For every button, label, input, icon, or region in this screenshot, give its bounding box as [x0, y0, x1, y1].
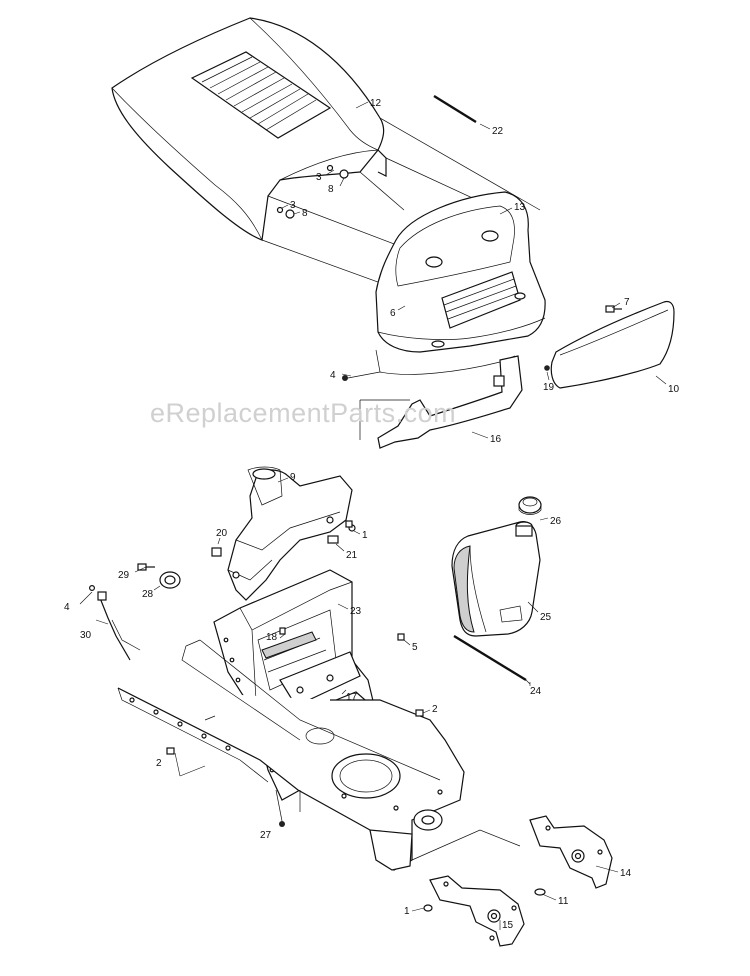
screw-icon: [345, 520, 353, 528]
callout-8: 8: [302, 208, 308, 219]
nut-icon: [342, 375, 348, 381]
callout-6: 6: [390, 308, 396, 319]
callout-21: 21: [346, 550, 358, 561]
frame-icon: [117, 639, 521, 871]
callout-4: 4: [64, 602, 70, 613]
screw-icon: [279, 627, 286, 635]
callout-27: 27: [260, 830, 272, 841]
callout-1: 1: [362, 530, 368, 541]
callout-24: 24: [530, 686, 542, 697]
callout-17: 17: [346, 692, 358, 703]
screw-icon: [423, 904, 433, 912]
leader-lines: [79, 101, 667, 930]
callout-2: 2: [432, 704, 438, 715]
hood-icon: [111, 17, 541, 291]
axle-bracket-icon: [429, 875, 525, 947]
callout-10: 10: [668, 384, 680, 395]
nut-icon: [544, 365, 550, 371]
callout-19: 19: [543, 382, 555, 393]
switch-icon: [88, 563, 181, 661]
callout-1: 1: [404, 906, 410, 917]
fuel-cap-icon: [518, 496, 542, 515]
callout-9: 9: [290, 472, 296, 483]
screw-icon: [605, 305, 622, 313]
strap-icon: [453, 634, 531, 685]
callout-4: 4: [330, 370, 336, 381]
hood-rod-icon: [433, 94, 491, 130]
callout-3: 3: [290, 200, 296, 211]
bolt-icon: [166, 709, 431, 777]
callout-2: 2: [156, 758, 162, 769]
nut-icon: [279, 821, 285, 827]
callout-30: 30: [80, 630, 92, 641]
dash-panel-icon: [227, 466, 353, 601]
callout-8: 8: [328, 184, 334, 195]
bracket-icon: [359, 355, 523, 449]
callout-18: 18: [266, 632, 278, 643]
callout-13: 13: [514, 202, 526, 213]
callouts: 12 22 3 8 3 8 13 6 7 4 19 10 16 9 1 21 2…: [64, 98, 680, 931]
hood-vent: [190, 51, 332, 139]
callout-25: 25: [540, 612, 552, 623]
callout-3: 3: [316, 172, 322, 183]
callout-5: 5: [412, 642, 418, 653]
callout-28: 28: [142, 589, 154, 600]
callout-22: 22: [492, 126, 504, 137]
callout-14: 14: [620, 868, 632, 879]
callout-12: 12: [370, 98, 382, 109]
callout-23: 23: [350, 606, 362, 617]
washer-icon: [534, 888, 546, 896]
callout-11: 11: [558, 896, 569, 907]
callout-29: 29: [118, 570, 130, 581]
grille-icon: [375, 191, 546, 375]
screw-icon: [397, 633, 405, 641]
callout-16: 16: [490, 434, 502, 445]
axle-bracket-icon: [529, 815, 613, 889]
fuel-tank-icon: [451, 521, 541, 637]
bumper-icon: [550, 300, 675, 389]
callout-26: 26: [550, 516, 562, 527]
callout-20: 20: [216, 528, 228, 539]
callout-7: 7: [624, 297, 630, 308]
hood-fasteners: [276, 164, 349, 219]
callout-15: 15: [502, 920, 514, 931]
